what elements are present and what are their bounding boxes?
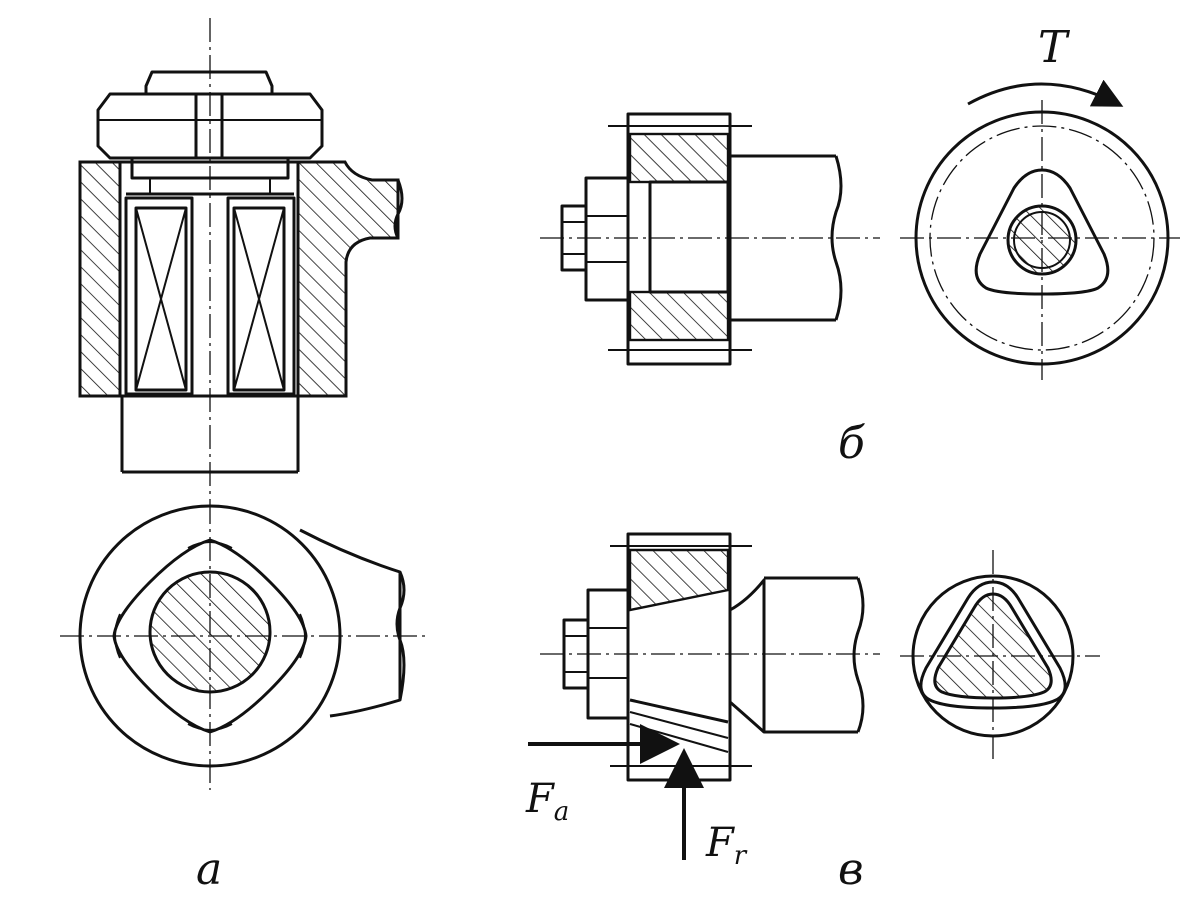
nut-cap (144, 70, 274, 96)
view-a-section (78, 18, 404, 500)
key-left (124, 196, 194, 396)
label-force-radial: Fr (705, 820, 748, 871)
nut-slot (194, 92, 224, 160)
label-force-axial: Fa (525, 776, 569, 827)
label-torque: T (1038, 22, 1071, 73)
hub-taper-hatch (628, 548, 730, 612)
hub-wall-left (78, 160, 122, 398)
key-right (226, 196, 296, 396)
lever-outline (299, 528, 402, 718)
label-view-b: б (838, 418, 865, 469)
torque-arrow (967, 79, 1124, 107)
label-view-a: а (196, 844, 222, 895)
label-view-v: в (838, 844, 864, 895)
view-a-end (60, 500, 430, 790)
hub-hatch-top (628, 132, 730, 184)
view-b-side (540, 112, 880, 366)
hub-hatch-bottom (628, 290, 730, 342)
lever-section (296, 160, 400, 398)
view-v-end (900, 550, 1100, 760)
view-b-end (900, 79, 1180, 380)
nut-side (584, 176, 630, 302)
nut-body (96, 92, 324, 160)
view-v-side (528, 532, 880, 860)
